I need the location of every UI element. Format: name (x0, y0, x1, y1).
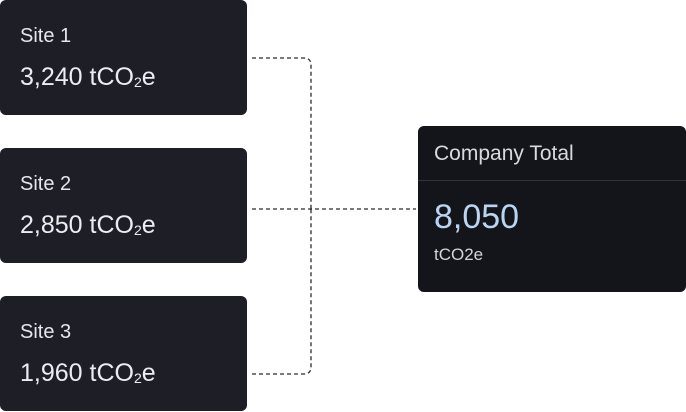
site-emissions-value: 3,240 tCO2e (20, 61, 227, 98)
company-total-body: 8,050 tCO2e (418, 181, 686, 281)
unit-prefix: tCO (89, 359, 134, 387)
unit-suffix: e (141, 211, 156, 239)
site-card-3: Site 3 1,960 tCO2e (0, 296, 247, 411)
site-label: Site 2 (20, 173, 72, 195)
site-card-2: Site 2 2,850 tCO2e (0, 148, 247, 263)
unit-subscript: 2 (133, 370, 142, 386)
company-total-title: Company Total (418, 126, 686, 181)
site-emissions-value: 2,850 tCO2e (20, 209, 227, 246)
unit-suffix: e (141, 63, 156, 91)
unit-prefix: tCO (89, 63, 134, 91)
site-number: 1,960 (20, 359, 83, 387)
site-number: 2,850 (20, 211, 83, 239)
unit-suffix: e (141, 359, 156, 387)
connector-site3 (252, 209, 312, 375)
company-total-card: Company Total 8,050 tCO2e (418, 126, 686, 292)
unit-prefix: tCO (89, 211, 134, 239)
site-number: 3,240 (20, 63, 83, 91)
company-total-unit: tCO2e (434, 245, 484, 264)
unit-subscript: 2 (133, 74, 142, 90)
site-card-1: Site 1 3,240 tCO2e (0, 0, 247, 115)
connector-site1 (252, 57, 312, 209)
unit-subscript: 2 (133, 222, 142, 238)
company-total-value: 8,050 (434, 198, 520, 236)
site-emissions-value: 1,960 tCO2e (20, 357, 227, 394)
site-label: Site 1 (20, 25, 72, 47)
site-label: Site 3 (20, 321, 72, 343)
